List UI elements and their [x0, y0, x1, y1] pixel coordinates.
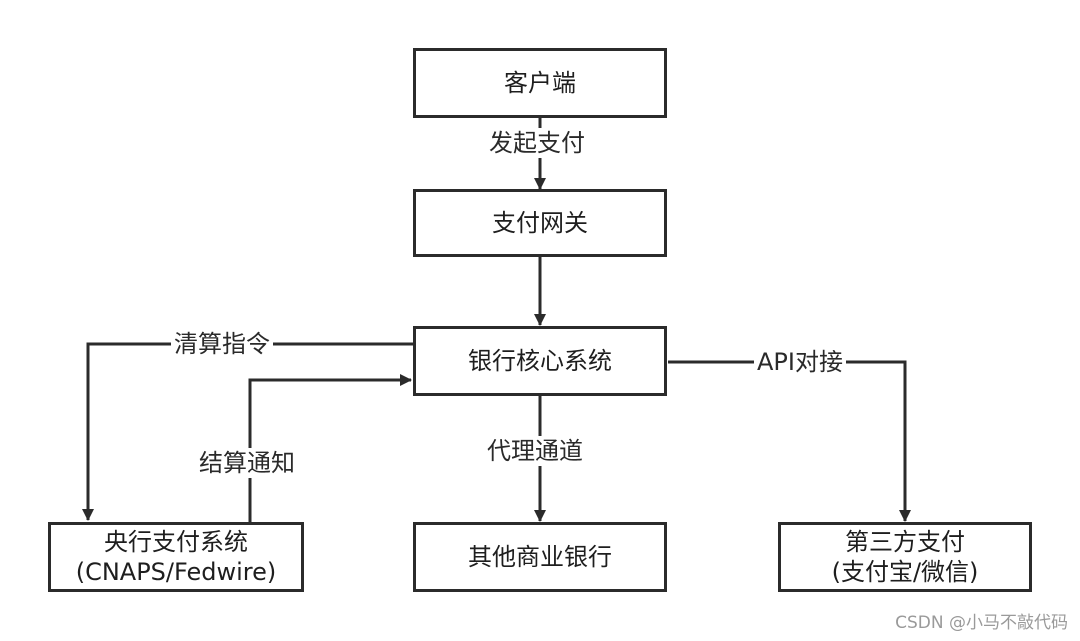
node-payment-gateway-label: 支付网关	[492, 209, 588, 237]
node-other-commercial-bank: 其他商业银行	[413, 522, 667, 592]
node-payment-gateway: 支付网关	[413, 189, 667, 257]
edge-label-clearing-instruction: 清算指令	[171, 329, 273, 359]
node-bank-core-system: 银行核心系统	[413, 326, 667, 396]
node-third-party-line2: (支付宝/微信)	[831, 558, 979, 586]
node-central-bank-line2: (CNAPS/Fedwire)	[75, 558, 277, 586]
edge-label-agency-channel: 代理通道	[484, 436, 586, 466]
edge-core-to-third-party	[668, 360, 911, 522]
edge-core-to-central	[82, 342, 413, 521]
edge-label-initiate-payment: 发起支付	[486, 128, 588, 158]
node-client-label: 客户端	[504, 69, 576, 97]
node-bank-core-system-label: 银行核心系统	[468, 347, 612, 375]
node-central-bank-payment-system: 央行支付系统 (CNAPS/Fedwire)	[48, 522, 304, 592]
node-third-party-payment: 第三方支付 (支付宝/微信)	[778, 522, 1032, 592]
node-client: 客户端	[413, 48, 667, 118]
watermark: CSDN @小马不敲代码	[895, 613, 1068, 633]
node-central-bank-line1: 央行支付系统	[104, 528, 248, 556]
node-third-party-line1: 第三方支付	[845, 528, 965, 556]
node-other-commercial-bank-label: 其他商业银行	[468, 543, 612, 571]
edge-label-settlement-notice: 结算通知	[196, 448, 298, 478]
edge-label-api-integration: API对接	[754, 347, 846, 377]
